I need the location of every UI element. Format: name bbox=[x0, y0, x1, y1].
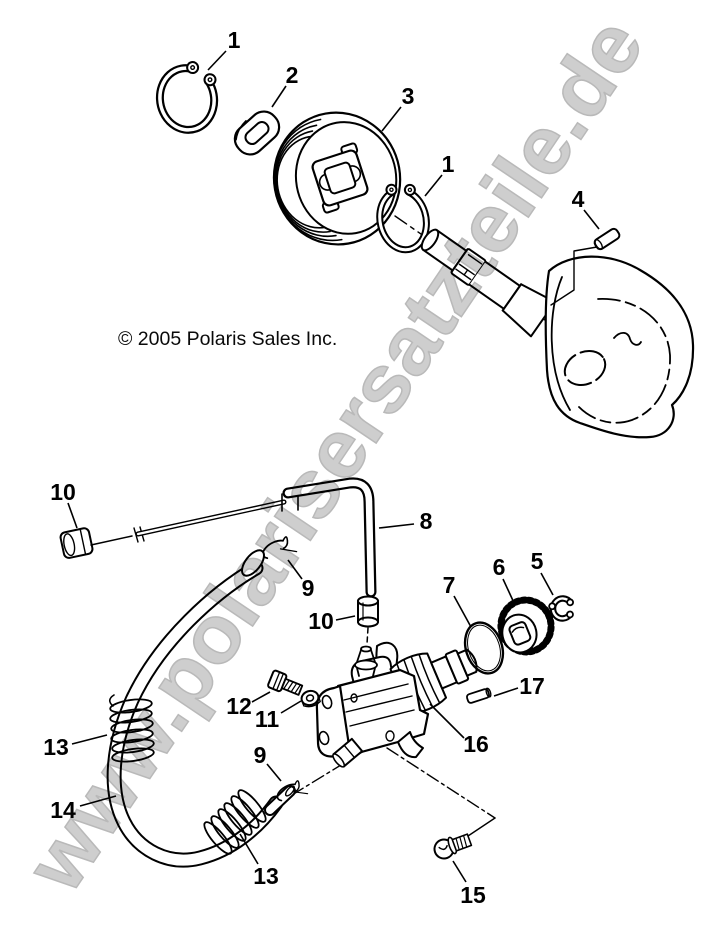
part-callout-11: 11 bbox=[255, 706, 280, 732]
leader-line bbox=[280, 700, 302, 714]
part-callout-5: 5 bbox=[531, 548, 544, 574]
leader-line bbox=[540, 572, 554, 596]
oil-pump-icon bbox=[315, 641, 478, 768]
bolt-icon bbox=[267, 669, 304, 696]
circlip-icon bbox=[155, 61, 219, 134]
leader-line bbox=[207, 50, 227, 71]
leader-line bbox=[287, 559, 303, 580]
o-ring-icon bbox=[463, 621, 505, 675]
recoil-rotor-icon bbox=[272, 111, 402, 246]
leader-line bbox=[67, 502, 78, 529]
part-callout-1: 1 bbox=[228, 27, 241, 53]
roll-pin-icon bbox=[466, 687, 492, 704]
part-callout-10: 10 bbox=[50, 479, 76, 505]
drive-gear-icon bbox=[497, 596, 555, 656]
part-callout-9: 9 bbox=[302, 575, 315, 601]
part-callout-7: 7 bbox=[443, 572, 456, 598]
leader-line bbox=[381, 106, 402, 132]
leader-line bbox=[71, 734, 108, 745]
part-callout-9: 9 bbox=[254, 742, 267, 768]
leader-line bbox=[251, 691, 271, 703]
part-callout-13: 13 bbox=[253, 863, 279, 889]
part-callout-2: 2 bbox=[286, 62, 299, 88]
leader-line bbox=[583, 209, 600, 230]
leader-line bbox=[452, 860, 467, 883]
leader-line bbox=[493, 687, 519, 697]
part-callout-6: 6 bbox=[493, 554, 506, 580]
nut-icon bbox=[300, 689, 321, 708]
leader-line bbox=[429, 703, 465, 739]
spring-clamp-icon bbox=[108, 694, 155, 763]
leader-line bbox=[502, 578, 516, 606]
line-cap-icon bbox=[59, 527, 94, 559]
screw-icon bbox=[433, 833, 473, 860]
part-callout-13: 13 bbox=[43, 734, 69, 760]
leader-line bbox=[378, 523, 415, 529]
dowel-pin-icon bbox=[550, 227, 621, 306]
oil-line-icon bbox=[90, 477, 379, 645]
leader-line bbox=[453, 595, 472, 628]
leader-line bbox=[79, 795, 117, 807]
part-callout-1: 1 bbox=[442, 151, 455, 177]
part-callout-17: 17 bbox=[519, 673, 545, 699]
copyright-text: © 2005 Polaris Sales Inc. bbox=[118, 328, 337, 350]
leader-line bbox=[239, 833, 259, 865]
part-callout-8: 8 bbox=[420, 508, 433, 534]
part-callout-15: 15 bbox=[460, 882, 486, 908]
circlip-icon bbox=[376, 183, 430, 254]
part-callout-16: 16 bbox=[463, 731, 489, 757]
spring-clamp-icon bbox=[203, 789, 267, 855]
leader-line bbox=[266, 763, 282, 782]
part-callout-3: 3 bbox=[402, 83, 415, 109]
crankshaft-icon bbox=[420, 228, 557, 338]
part-callout-10: 10 bbox=[308, 608, 334, 634]
part-callout-14: 14 bbox=[50, 797, 76, 823]
part-callout-12: 12 bbox=[226, 693, 252, 719]
flywheel-icon bbox=[544, 255, 695, 439]
leader-line bbox=[271, 85, 287, 108]
e-clip-icon bbox=[548, 595, 575, 622]
part-callout-4: 4 bbox=[572, 186, 585, 212]
retainer-clip-icon bbox=[276, 780, 309, 802]
leader-line bbox=[424, 174, 443, 197]
leader-line bbox=[335, 615, 356, 621]
grommet-icon bbox=[233, 110, 281, 156]
oil-hose-icon bbox=[106, 549, 296, 868]
line-fitting-icon bbox=[357, 595, 379, 628]
